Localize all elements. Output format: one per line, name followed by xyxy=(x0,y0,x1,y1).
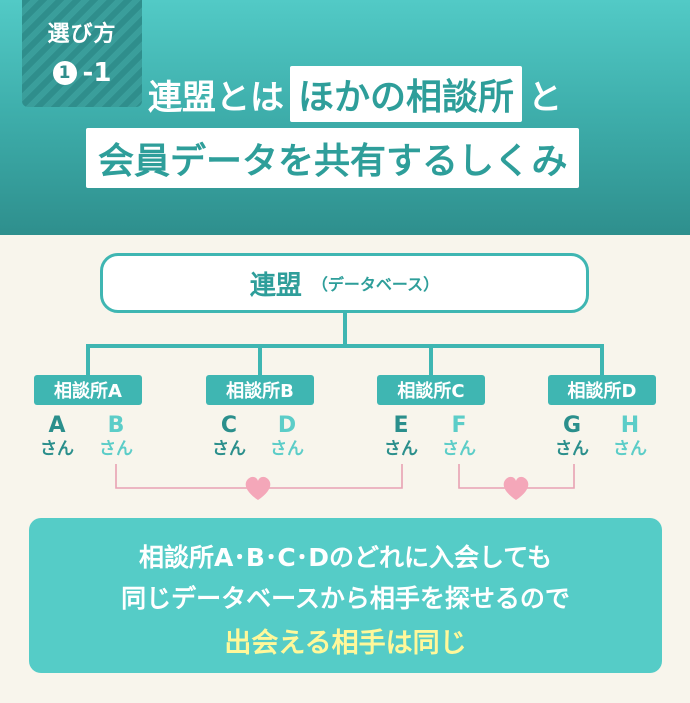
person-letter: F xyxy=(451,413,467,438)
step-suffix: -1 xyxy=(82,58,112,88)
drop-line-c xyxy=(429,344,433,376)
person-e: E さん xyxy=(376,413,426,459)
database-sublabel: （データベース） xyxy=(311,275,440,294)
title-line-1: 連盟とは ほかの相談所 と xyxy=(148,66,562,122)
office-c: 相談所C xyxy=(377,375,485,405)
branch-line xyxy=(86,344,604,348)
person-letter: B xyxy=(107,413,125,438)
title-line-2: 会員データを共有するしくみ xyxy=(86,128,580,188)
step-circle: 1 xyxy=(52,61,77,85)
person-d: D さん xyxy=(262,413,312,459)
person-a: A さん xyxy=(32,413,82,459)
person-honorific: さん xyxy=(384,439,418,459)
title-post: と xyxy=(528,77,563,118)
trunk-line xyxy=(343,313,347,346)
person-letter: D xyxy=(277,413,297,438)
match-line-f-g xyxy=(458,464,575,489)
office-a: 相談所A xyxy=(34,375,142,405)
summary-line-1: 相談所A･B･C･Dのどれに入会しても xyxy=(138,543,552,572)
person-letter: C xyxy=(220,413,238,438)
title-highlight: ほかの相談所 xyxy=(290,66,523,122)
person-honorific: さん xyxy=(555,439,589,459)
step-badge: 選び方 1-1 xyxy=(22,0,142,107)
person-honorific: さん xyxy=(40,439,74,459)
drop-line-d xyxy=(600,344,604,376)
match-line-a-e xyxy=(115,464,403,489)
header-banner: 選び方 1-1 連盟とは ほかの相談所 と 会員データを共有するしくみ xyxy=(0,0,690,235)
summary-line-2: 同じデータベースから相手を探せるので xyxy=(121,584,570,613)
badge-step-number: 1-1 xyxy=(22,58,142,88)
person-honorific: さん xyxy=(442,439,476,459)
drop-line-a xyxy=(86,344,90,376)
person-letter: G xyxy=(562,413,582,438)
heart-icon xyxy=(245,476,271,500)
drop-line-b xyxy=(258,344,262,376)
summary-line-3: 出会える相手は同じ xyxy=(224,628,467,659)
database-box: 連盟 （データベース） xyxy=(100,253,589,313)
person-letter: E xyxy=(393,413,409,438)
person-honorific: さん xyxy=(212,439,246,459)
person-letter: A xyxy=(48,413,66,438)
person-h: H さん xyxy=(605,413,655,459)
person-f: F さん xyxy=(434,413,484,459)
person-letter: H xyxy=(620,413,640,438)
heart-icon xyxy=(503,476,529,500)
office-b: 相談所B xyxy=(206,375,314,405)
person-honorific: さん xyxy=(270,439,304,459)
person-g: G さん xyxy=(547,413,597,459)
person-honorific: さん xyxy=(99,439,133,459)
person-b: B さん xyxy=(91,413,141,459)
title-highlight-2: 会員データを共有するしくみ xyxy=(86,128,580,188)
database-label: 連盟 xyxy=(249,270,302,301)
badge-label: 選び方 xyxy=(47,22,117,47)
title-pre: 連盟とは xyxy=(148,77,284,118)
summary-box: 相談所A･B･C･Dのどれに入会しても 同じデータベースから相手を探せるので 出… xyxy=(29,518,662,673)
person-c: C さん xyxy=(204,413,254,459)
person-honorific: さん xyxy=(613,439,647,459)
office-d: 相談所D xyxy=(548,375,656,405)
